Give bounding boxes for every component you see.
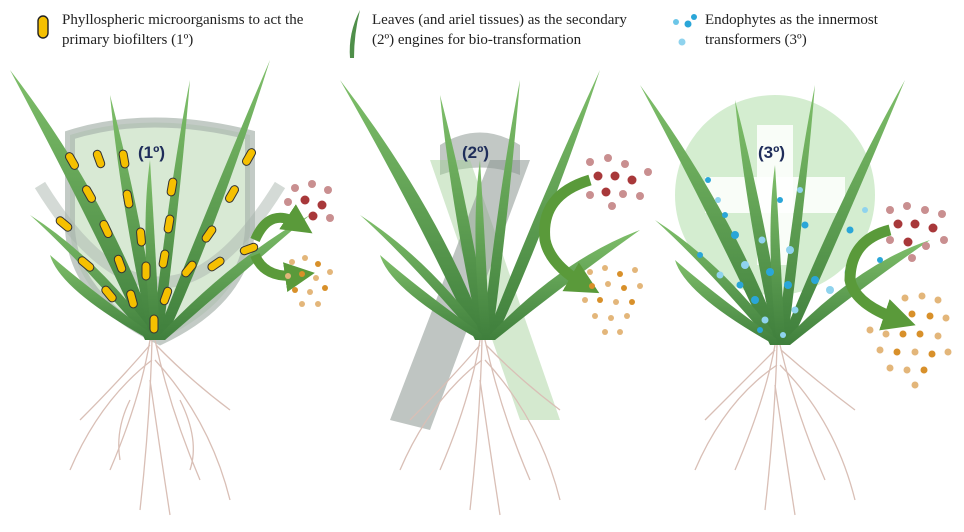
panel-3: (3º)	[640, 80, 952, 515]
panel-1-label: (1º)	[138, 143, 165, 162]
product-cluster-1	[285, 255, 333, 307]
panel-2: (2º)	[340, 70, 652, 515]
roots-1	[70, 340, 230, 515]
panel-1: (1º)	[10, 60, 334, 515]
panel-3-label: (3º)	[758, 143, 785, 162]
roots-3	[695, 345, 855, 515]
product-cluster-2	[582, 265, 643, 335]
panel-2-label: (2º)	[462, 143, 489, 162]
pollutant-cluster-2	[586, 154, 652, 210]
pollutant-cluster-3	[886, 202, 948, 262]
